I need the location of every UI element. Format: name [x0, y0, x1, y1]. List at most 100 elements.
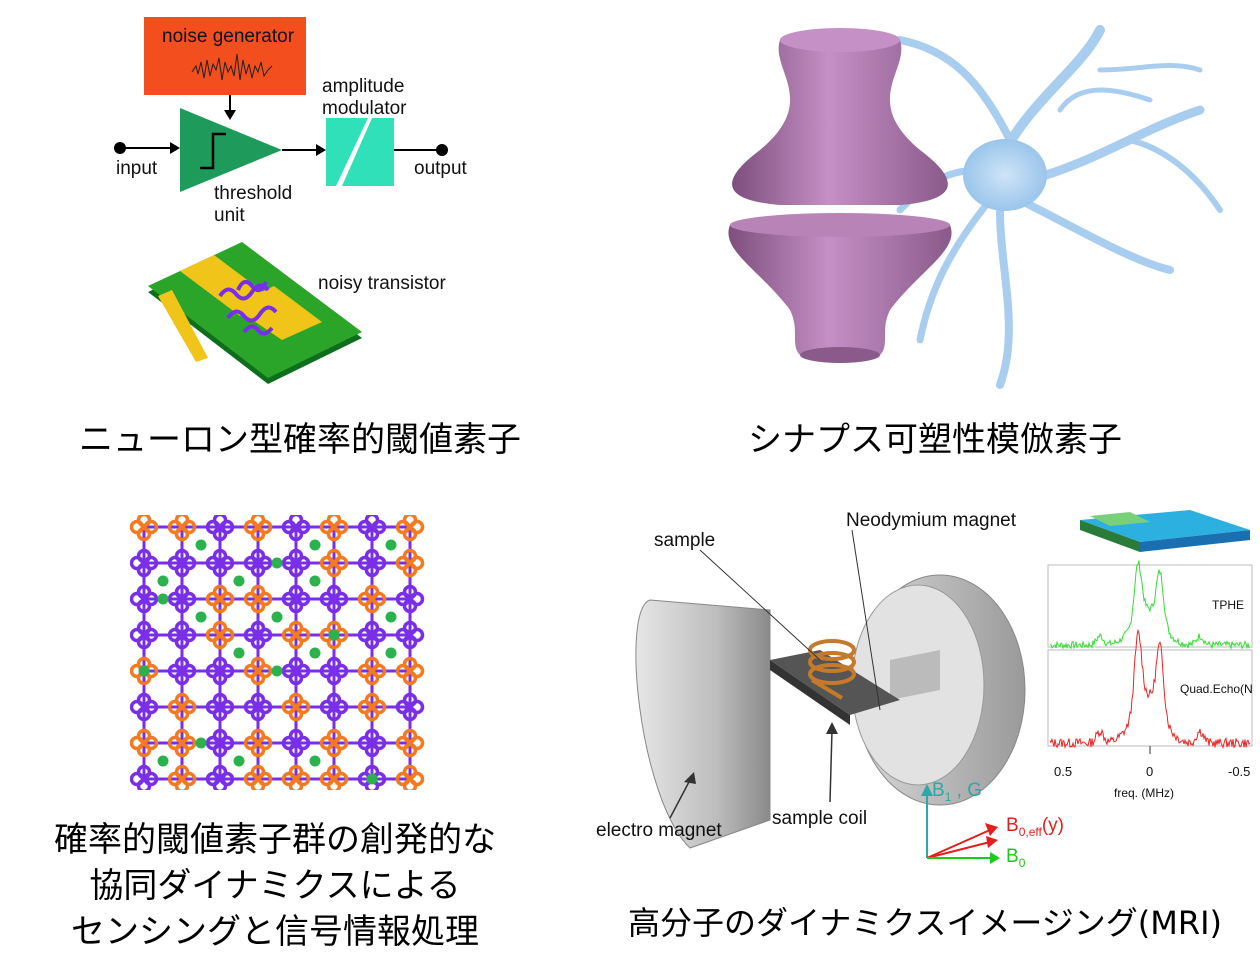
spectrum-series-1: [1049, 560, 1251, 651]
lattice-node: [281, 548, 311, 578]
synapse-illustration: [728, 25, 1223, 389]
lattice-dot: [366, 773, 378, 785]
lattice-dot: [271, 557, 283, 569]
lattice-node: [395, 620, 425, 650]
electro-magnet-label: electro magnet: [596, 820, 722, 841]
lattice-node: [243, 764, 273, 790]
noisy-transistor-figure: [148, 242, 362, 384]
threshold-label-line2: unit: [214, 205, 245, 226]
caption-synapse: シナプス可塑性模倣素子: [748, 420, 1122, 460]
lattice-dot: [195, 611, 207, 623]
lattice-node: [281, 728, 311, 758]
lattice-node: [281, 656, 311, 686]
lattice-node: [130, 728, 159, 758]
lattice-dot: [271, 611, 283, 623]
lattice-node: [167, 620, 197, 650]
b0eff-arrow: [926, 829, 991, 859]
spectrum-series2-label: Quad.Echo(N: [1180, 682, 1253, 696]
lattice-node: [243, 584, 273, 614]
lattice-node: [130, 584, 159, 614]
lattice-node: [243, 620, 273, 650]
postsynaptic-knob: [728, 225, 952, 355]
noise-generator-label: noise generator: [162, 26, 295, 47]
lattice-dot: [328, 629, 340, 641]
lattice-node: [205, 548, 235, 578]
lattice-node: [319, 692, 349, 722]
lattice-node: [395, 515, 425, 542]
lattice-dot: [309, 575, 321, 587]
lattice-node: [130, 764, 159, 790]
caption-mri: 高分子のダイナミクスイメージング(MRI): [627, 904, 1222, 942]
lattice-node: [319, 656, 349, 686]
circuit-diagram: noise generator input output threshold u…: [0, 0, 630, 400]
noise-generator-box: [144, 17, 306, 95]
spectrum-series1-label: TPHE: [1212, 598, 1245, 612]
sample-label: sample: [654, 530, 716, 551]
output-label: output: [414, 158, 467, 179]
lattice-dot: [309, 539, 321, 551]
neodymium-magnet-label: Neodymium magnet: [846, 510, 1017, 531]
caption-emergent-line3: センシングと信号情報処理: [71, 912, 479, 952]
lattice-dot: [195, 737, 207, 749]
caption-emergent-line1: 確率的閾値素子群の創発的な: [54, 820, 496, 860]
lattice-dot: [138, 665, 150, 677]
lattice-node: [281, 620, 311, 650]
lattice-node: [395, 656, 425, 686]
lattice-node: [167, 584, 197, 614]
electro-magnet-left: [635, 599, 771, 849]
lattice-node: [357, 584, 387, 614]
lattice-node: [395, 584, 425, 614]
spectrum-tick-1: 0: [1146, 764, 1154, 779]
b1-label: B1 , G: [932, 780, 982, 804]
lattice-node: [243, 656, 273, 686]
transistor-label: noisy transistor: [318, 273, 446, 294]
lattice-node: [167, 656, 197, 686]
lattice-dot: [233, 647, 245, 659]
lattice-node: [130, 548, 159, 578]
modulator-label-line2: modulator: [322, 98, 407, 119]
lattice-node: [205, 584, 235, 614]
spectrum-tick-0: 0.5: [1054, 764, 1073, 779]
lattice-node: [319, 584, 349, 614]
circuit-svg: [114, 17, 448, 384]
spectrum-xlabel: freq. (MHz): [1114, 786, 1174, 800]
lattice-node: [130, 620, 159, 650]
threshold-label-line1: threshold: [214, 183, 293, 204]
lattice-dot: [157, 593, 169, 605]
lattice-dot: [309, 755, 321, 767]
amplitude-modulator-block: [326, 118, 368, 186]
spectrum-series-2: [1049, 628, 1251, 750]
lattice-node: [243, 692, 273, 722]
lattice-node: [167, 515, 197, 542]
lattice-node: [243, 728, 273, 758]
lattice-node: [281, 515, 311, 542]
lattice-node: [395, 548, 425, 578]
output-terminal-icon: [436, 144, 448, 156]
lattice-node: [357, 728, 387, 758]
sample-coil-label: sample coil: [772, 808, 868, 829]
lattice-node: [205, 515, 235, 542]
lattice-node: [243, 515, 273, 542]
lattice-node: [205, 656, 235, 686]
noise-waveform-icon: [191, 53, 273, 81]
lattice-node: [319, 515, 349, 542]
lattice-node: [167, 728, 197, 758]
lattice-node: [205, 620, 235, 650]
lattice-node: [205, 692, 235, 722]
b0-label: B0: [1006, 846, 1026, 870]
lattice-dot: [195, 539, 207, 551]
nmr-spectrum: [1047, 510, 1253, 754]
lattice-node: [357, 656, 387, 686]
sample-coil-icon: [808, 639, 856, 700]
lattice-dot: [233, 575, 245, 587]
lattice-node: [395, 728, 425, 758]
lattice-dot: [157, 755, 169, 767]
lattice-node: [357, 620, 387, 650]
lattice-node: [357, 548, 387, 578]
lattice-node: [395, 764, 425, 790]
spectrum-tick-2: -0.5: [1228, 764, 1251, 779]
step-function-icon: [200, 132, 226, 170]
lattice-node: [130, 692, 159, 722]
input-label: input: [116, 158, 158, 179]
lattice-dot: [385, 611, 397, 623]
